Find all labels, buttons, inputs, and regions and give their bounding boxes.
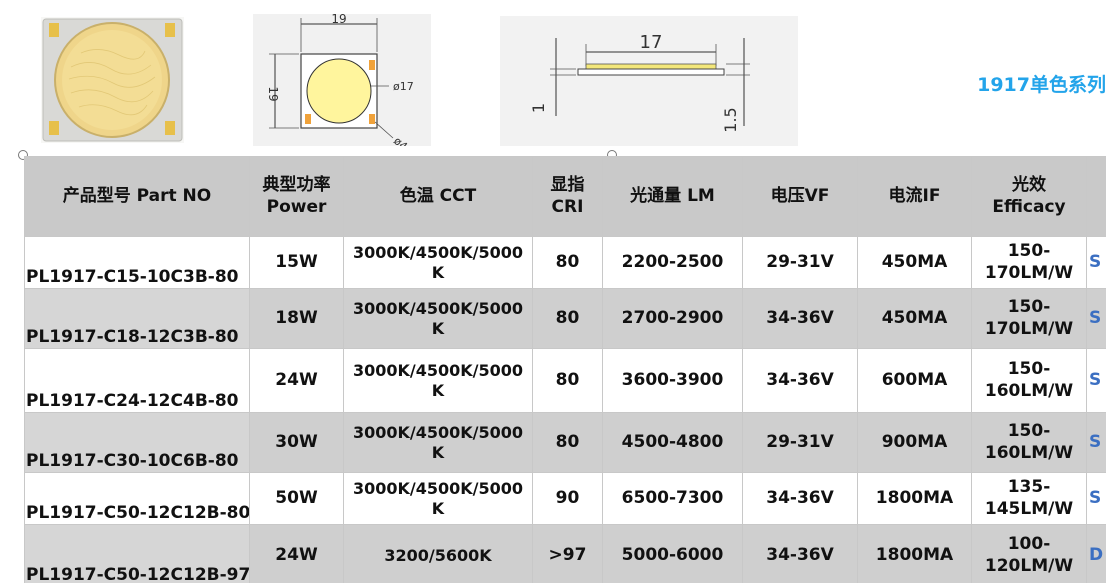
header-current: 电流IF	[857, 156, 972, 237]
cell-extra: S	[1086, 472, 1106, 525]
header-extra	[1086, 156, 1106, 237]
product-photo	[41, 17, 184, 143]
cell-efficacy: 150-170LM/W	[971, 288, 1087, 349]
table-row: PL1917-C30-10C6B-80 30W 3000K/4500K/5000…	[24, 412, 1106, 473]
cell-extra: S	[1086, 288, 1106, 349]
cell-cct: 3200/5600K	[343, 524, 533, 583]
cell-part-no: PL1917-C50-12C12B-80	[24, 472, 250, 525]
cell-current: 900MA	[857, 412, 972, 473]
side-view-drawing: 17 1 1.5	[500, 16, 798, 146]
cell-efficacy: 150-160LM/W	[971, 348, 1087, 413]
cell-efficacy: 135-145LM/W	[971, 472, 1087, 525]
cell-cri: 80	[532, 412, 603, 473]
top-view-drawing: 19 19 ø17 ø4	[253, 14, 431, 146]
cell-cri: 80	[532, 348, 603, 413]
cell-part-no: PL1917-C30-10C6B-80	[24, 412, 250, 473]
thickness-label: 1	[529, 103, 548, 113]
cell-efficacy: 100-120LM/W	[971, 524, 1087, 583]
width-dimension-label: 19	[331, 14, 346, 26]
resize-handle-left[interactable]	[18, 150, 28, 160]
cell-part-no: PL1917-C18-12C3B-80	[24, 288, 250, 349]
cell-part-no: PL1917-C24-12C4B-80	[24, 348, 250, 413]
cell-cri: 80	[532, 288, 603, 349]
cell-lumen: 2700-2900	[602, 288, 743, 349]
cell-cri: 80	[532, 236, 603, 289]
cell-extra: S	[1086, 412, 1106, 473]
cell-current: 450MA	[857, 288, 972, 349]
header-lumen: 光通量 LM	[602, 156, 743, 237]
cell-voltage: 29-31V	[742, 236, 858, 289]
table-row: PL1917-C50-12C12B-97 24W 3200/5600K >97 …	[24, 524, 1106, 583]
cell-current: 450MA	[857, 236, 972, 289]
cell-extra: S	[1086, 348, 1106, 413]
cell-extra: S	[1086, 236, 1106, 289]
cell-voltage: 34-36V	[742, 348, 858, 413]
header-cct: 色温 CCT	[343, 156, 533, 237]
cell-power: 15W	[249, 236, 344, 289]
header-voltage: 电压VF	[742, 156, 858, 237]
cell-power: 24W	[249, 524, 344, 583]
cell-part-no: PL1917-C50-12C12B-97	[24, 524, 250, 583]
overall-height-label: 1.5	[721, 107, 740, 132]
cell-current: 1800MA	[857, 472, 972, 525]
cell-voltage: 34-36V	[742, 288, 858, 349]
cell-voltage: 34-36V	[742, 524, 858, 583]
cell-efficacy: 150-160LM/W	[971, 412, 1087, 473]
cell-extra: D	[1086, 524, 1106, 583]
table-row: PL1917-C15-10C3B-80 15W 3000K/4500K/5000…	[24, 236, 1106, 289]
led-width-label: 17	[640, 32, 663, 53]
cell-current: 600MA	[857, 348, 972, 413]
cell-cri: 90	[532, 472, 603, 525]
cell-voltage: 29-31V	[742, 412, 858, 473]
cell-lumen: 4500-4800	[602, 412, 743, 473]
table-row: PL1917-C24-12C4B-80 24W 3000K/4500K/5000…	[24, 348, 1106, 413]
cell-power: 50W	[249, 472, 344, 525]
table-row: PL1917-C50-12C12B-80 50W 3000K/4500K/500…	[24, 472, 1106, 525]
diameter-label: ø17	[393, 80, 414, 93]
cell-current: 1800MA	[857, 524, 972, 583]
cell-voltage: 34-36V	[742, 472, 858, 525]
cell-efficacy: 150-170LM/W	[971, 236, 1087, 289]
cell-power: 30W	[249, 412, 344, 473]
cell-lumen: 6500-7300	[602, 472, 743, 525]
cell-cri: >97	[532, 524, 603, 583]
header-part-no: 产品型号 Part NO	[24, 156, 250, 237]
hole-diameter-label: ø4	[391, 134, 410, 146]
table-row: PL1917-C18-12C3B-80 18W 3000K/4500K/5000…	[24, 288, 1106, 349]
cell-lumen: 5000-6000	[602, 524, 743, 583]
series-title: 1917单色系列	[977, 74, 1106, 96]
cell-lumen: 2200-2500	[602, 236, 743, 289]
cell-lumen: 3600-3900	[602, 348, 743, 413]
cell-part-no: PL1917-C15-10C3B-80	[24, 236, 250, 289]
height-dimension-label: 19	[266, 86, 280, 101]
cell-power: 18W	[249, 288, 344, 349]
cell-power: 24W	[249, 348, 344, 413]
